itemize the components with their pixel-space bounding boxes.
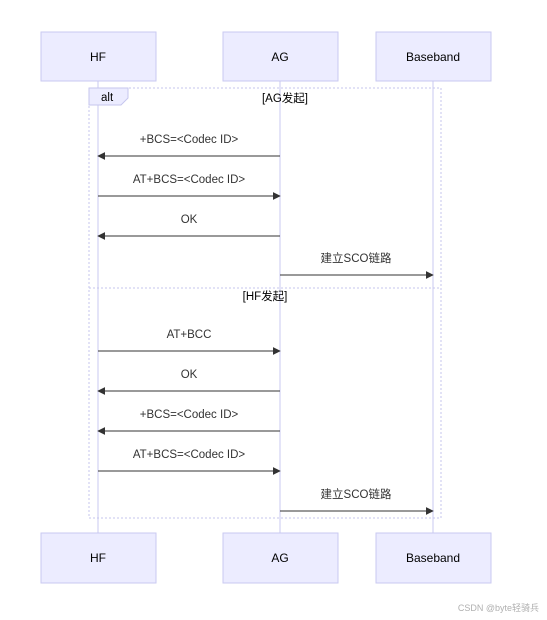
actors-bottom: HF AG Baseband xyxy=(40,532,492,584)
actor-label: HF xyxy=(90,551,106,565)
actor-ag-top: AG xyxy=(222,31,339,82)
actor-box xyxy=(40,532,157,584)
message-label: AT+BCS=<Codec ID> xyxy=(133,449,246,461)
actor-label: AG xyxy=(271,551,288,565)
actor-box xyxy=(222,532,339,584)
message-label: AT+BCS=<Codec ID> xyxy=(133,174,246,186)
actor-hf-top: HF xyxy=(40,31,157,82)
alt-frame-border xyxy=(88,87,442,519)
message-label: OK xyxy=(181,214,198,226)
actor-box xyxy=(40,31,157,82)
alt-section-label-ag: [AG发起] xyxy=(262,91,308,105)
lifelines xyxy=(97,81,434,533)
messages-hf-initiated: AT+BCC OK +BCS=<Codec ID> AT+BCS=<Codec … xyxy=(97,329,434,515)
actor-label: Baseband xyxy=(406,551,460,565)
actor-box xyxy=(222,31,339,82)
message-label: AT+BCC xyxy=(167,329,212,341)
message-label: OK xyxy=(181,369,198,381)
alt-keyword: alt xyxy=(101,92,114,104)
alt-keyword-box xyxy=(88,87,129,106)
alt-section-label-hf: [HF发起] xyxy=(243,289,288,303)
actor-label: HF xyxy=(90,50,106,64)
actor-box xyxy=(375,31,492,82)
message-label: +BCS=<Codec ID> xyxy=(140,134,239,146)
messages-ag-initiated: +BCS=<Codec ID> AT+BCS=<Codec ID> OK 建立S… xyxy=(97,134,434,279)
actor-label: AG xyxy=(271,50,288,64)
message-label: 建立SCO链路 xyxy=(321,487,392,501)
actor-baseband-bottom: Baseband xyxy=(375,532,492,584)
actor-baseband-top: Baseband xyxy=(375,31,492,82)
actor-box xyxy=(375,532,492,584)
actors-top: HF AG Baseband xyxy=(40,31,492,82)
message-label: +BCS=<Codec ID> xyxy=(140,409,239,421)
message-label: 建立SCO链路 xyxy=(321,251,392,265)
watermark: CSDN @byte轻骑兵 xyxy=(458,602,539,613)
actor-ag-bottom: AG xyxy=(222,532,339,584)
actor-label: Baseband xyxy=(406,50,460,64)
alt-frame: alt [AG发起] [HF发起] xyxy=(88,87,442,519)
actor-hf-bottom: HF xyxy=(40,532,157,584)
